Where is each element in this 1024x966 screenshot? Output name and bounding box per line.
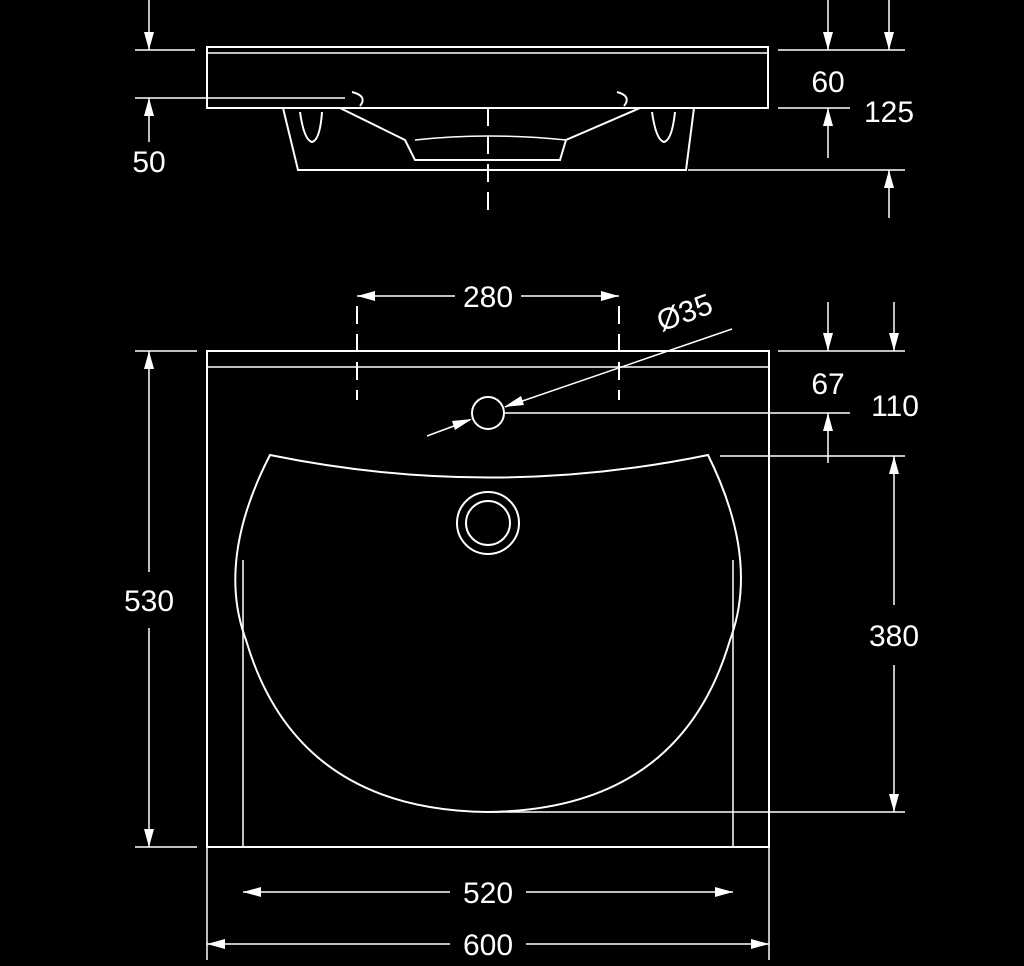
top-view: 280 Ø35 67 110 380 530: [124, 281, 919, 962]
dim-380-arrow-top: [889, 456, 899, 474]
dim-50-arrow-bottom: [144, 98, 154, 116]
drain-inner-ring: [465, 500, 511, 546]
side-view-right-tap-mark: [616, 91, 628, 107]
side-view-bowl: [282, 107, 695, 171]
side-view-right-hook: [651, 111, 676, 144]
dim-67-arrow-top: [823, 333, 833, 351]
top-view-outline: [206, 350, 770, 848]
tap-hole: [471, 396, 505, 430]
dim-125-arrow-top: [884, 32, 894, 50]
dim-125-label: 125: [864, 96, 914, 129]
dim-280-arrow-left: [357, 291, 375, 301]
side-view-basin-inner: [414, 135, 567, 141]
dim-380-label: 380: [869, 620, 919, 653]
dim-60-label: 60: [811, 66, 844, 99]
dim-dia-leader-upper: [504, 328, 733, 408]
dim-600-arrow-right: [751, 939, 769, 949]
dim-125-arrow-bottom: [884, 170, 894, 188]
dim-60-arrow-top: [823, 32, 833, 50]
top-view-bowl: [234, 453, 742, 814]
dim-520-arrow-left: [243, 887, 261, 897]
dim-60-arrow-bottom: [823, 108, 833, 126]
dim-67-label: 67: [811, 368, 844, 401]
dim-520-label: 520: [463, 877, 513, 910]
dim-520-arrow-right: [715, 887, 733, 897]
side-view-basin-curve: [339, 107, 641, 161]
drain-outer-ring: [456, 491, 520, 555]
dim-dia-label: Ø35: [652, 288, 717, 338]
side-view-left-hook: [299, 111, 323, 144]
dim-280-label: 280: [463, 281, 513, 314]
dim-530-arrow-bottom: [144, 829, 154, 847]
dim-380-arrow-bottom: [889, 794, 899, 812]
dim-dia-arrow-upper: [504, 396, 524, 407]
dim-67-arrow-bottom: [823, 413, 833, 431]
side-view-rim: [206, 46, 769, 109]
dim-530-label: 530: [124, 585, 174, 618]
dim-dia-arrow-lower: [452, 419, 472, 430]
dim-50-label: 50: [132, 146, 165, 179]
dim-110-label: 110: [871, 390, 919, 423]
dim-600-label: 600: [463, 929, 513, 962]
dim-110-arrow-top: [889, 333, 899, 351]
dim-280-arrow-right: [601, 291, 619, 301]
dim-530-arrow-top: [144, 351, 154, 369]
dim-50-arrow-top: [144, 32, 154, 50]
side-view: 50 60 125: [132, 0, 914, 218]
side-view-left-tap-mark: [351, 91, 364, 107]
dim-600-arrow-left: [207, 939, 225, 949]
